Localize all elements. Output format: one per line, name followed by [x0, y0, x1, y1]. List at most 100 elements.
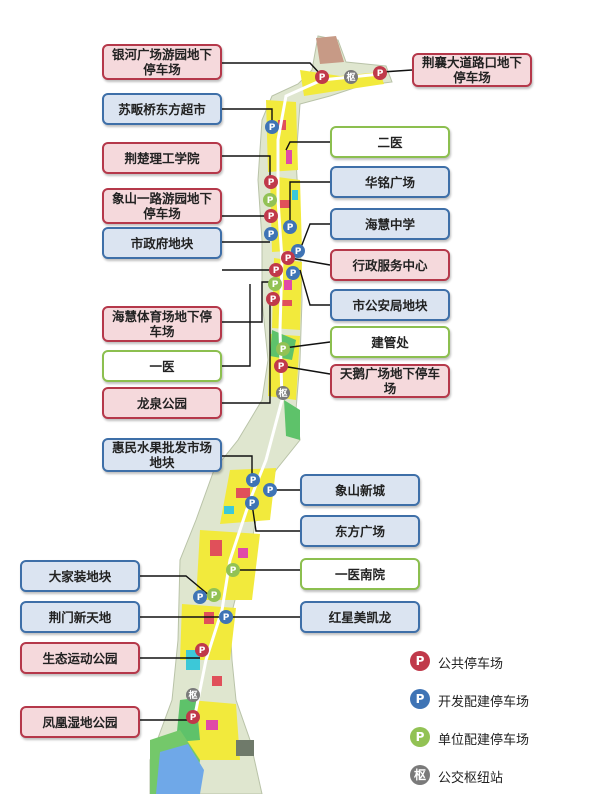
label-text: 市政府地块: [130, 235, 194, 251]
label-text: 大家装地块: [48, 568, 112, 584]
marker-haihui[interactable]: P: [291, 244, 305, 258]
label-text: 海慧体育场地下停车场: [111, 309, 212, 339]
svg-text:P: P: [211, 591, 218, 601]
label-tiane[interactable]: 天鹅广场地下停车场: [330, 364, 450, 398]
marker-hongxing[interactable]: P: [219, 610, 233, 624]
marker-transit-2[interactable]: 枢: [276, 386, 290, 400]
label-xiangshanyilu[interactable]: 象山一路游园地下停车场: [102, 188, 222, 224]
marker-huimin[interactable]: P: [246, 473, 260, 487]
label-hongxing[interactable]: 红星美凯龙: [300, 601, 420, 633]
marker-gonganju[interactable]: P: [286, 266, 300, 280]
label-text: 荆楚理工学院: [124, 150, 200, 166]
svg-text:枢: 枢: [346, 71, 355, 83]
label-sunanqiao[interactable]: 苏畈桥东方超市: [102, 93, 222, 125]
legend-developer-label: 开发配建停车场: [438, 695, 530, 710]
label-shengtai[interactable]: 生态运动公园: [20, 642, 140, 674]
legend-transit-icon: 枢: [410, 765, 430, 785]
marker-jingxiang[interactable]: P: [373, 66, 387, 80]
marker-tiane[interactable]: P: [274, 359, 288, 373]
legend-public-icon: P: [410, 651, 430, 671]
svg-text:P: P: [230, 566, 237, 576]
legend-developer-icon: P: [410, 689, 430, 709]
label-text: 建管处: [371, 334, 409, 350]
marker-yiyi[interactable]: P: [268, 277, 282, 291]
label-jingmen[interactable]: 荆门新天地: [20, 601, 140, 633]
label-dongfang[interactable]: 东方广场: [300, 515, 420, 547]
svg-text:P: P: [416, 692, 425, 706]
marker-xiangshanxincheng[interactable]: P: [263, 483, 277, 497]
label-text: 华铭广场: [364, 174, 415, 190]
label-dajiazhuang[interactable]: 大家装地块: [20, 560, 140, 592]
legend-markers: P P P 枢: [410, 651, 430, 785]
label-text: 凤凰湿地公园: [42, 714, 118, 730]
svg-text:P: P: [268, 212, 275, 222]
svg-text:P: P: [290, 269, 297, 279]
label-xingzheng[interactable]: 行政服务中心: [330, 249, 450, 281]
label-yiyi[interactable]: 一医: [102, 350, 222, 382]
label-text: 海慧中学: [364, 216, 415, 232]
svg-text:P: P: [272, 280, 279, 290]
label-jianguan[interactable]: 建管处: [330, 326, 450, 358]
label-text: 二医: [377, 134, 403, 150]
legend-transit-label: 公交枢纽站: [438, 771, 504, 786]
label-text: 象山一路游园地下停车场: [111, 191, 212, 221]
label-fenghuang[interactable]: 凤凰湿地公园: [20, 706, 140, 738]
label-text: 市公安局地块: [352, 297, 428, 313]
marker-huaming[interactable]: P: [283, 220, 297, 234]
svg-text:枢: 枢: [414, 767, 426, 782]
marker-haihuitiyu[interactable]: P: [269, 263, 283, 277]
label-haihuitiyu[interactable]: 海慧体育场地下停车场: [102, 306, 222, 342]
marker-transit-3[interactable]: 枢: [186, 688, 200, 702]
label-text: 行政服务中心: [352, 257, 428, 273]
label-jingchu[interactable]: 荆楚理工学院: [102, 142, 222, 174]
svg-text:P: P: [268, 230, 275, 240]
label-haihui[interactable]: 海慧中学: [330, 208, 450, 240]
svg-text:P: P: [319, 73, 326, 83]
marker-transit-1[interactable]: 枢: [344, 70, 358, 84]
leader-lines: [140, 62, 413, 721]
label-huimin[interactable]: 惠民水果批发市场地块: [102, 438, 222, 472]
svg-text:P: P: [269, 123, 276, 133]
svg-text:P: P: [377, 69, 384, 79]
marker-jingmen[interactable]: P: [193, 590, 207, 604]
svg-text:P: P: [270, 295, 277, 305]
marker-sunanqiao[interactable]: P: [265, 120, 279, 134]
parking-markers: P 枢 P P P P P P P P P P P P P P P 枢 P P …: [186, 66, 387, 724]
label-text: 红星美凯龙: [328, 609, 392, 625]
marker-erzyi[interactable]: P: [263, 193, 277, 207]
marker-yinhe[interactable]: P: [315, 70, 329, 84]
label-jingxiang[interactable]: 荆襄大道路口地下停车场: [412, 53, 532, 87]
marker-dongfang[interactable]: P: [245, 496, 259, 510]
label-text: 苏畈桥东方超市: [118, 101, 206, 117]
label-yiyinanyuan[interactable]: 一医南院: [300, 558, 420, 590]
marker-jianguan[interactable]: P: [276, 342, 290, 356]
label-gonganju[interactable]: 市公安局地块: [330, 289, 450, 321]
label-text: 东方广场: [334, 523, 385, 539]
marker-shengtai[interactable]: P: [195, 643, 209, 657]
marker-longquan[interactable]: P: [266, 292, 280, 306]
marker-jingchu[interactable]: P: [264, 175, 278, 189]
label-text: 天鹅广场地下停车场: [339, 366, 440, 396]
label-text: 惠民水果批发市场地块: [111, 440, 212, 470]
label-xiangshanxincheng[interactable]: 象山新城: [300, 474, 420, 506]
label-huaming[interactable]: 华铭广场: [330, 166, 450, 198]
svg-text:P: P: [197, 593, 204, 603]
marker-shizhengfu[interactable]: P: [264, 227, 278, 241]
marker-yiyinanyuan[interactable]: P: [226, 563, 240, 577]
label-erzyi[interactable]: 二医: [330, 126, 450, 158]
marker-xiangshanyilu[interactable]: P: [264, 209, 278, 223]
legend-public-label: 公共停车场: [438, 657, 504, 672]
svg-text:P: P: [285, 254, 292, 264]
marker-fenghuang[interactable]: P: [186, 710, 200, 724]
svg-text:P: P: [223, 613, 230, 623]
label-text: 生态运动公园: [42, 650, 118, 666]
legend-unit-icon: P: [410, 727, 430, 747]
marker-dajiazhuang[interactable]: P: [207, 588, 221, 602]
marker-xingzheng[interactable]: P: [281, 251, 295, 265]
svg-text:枢: 枢: [278, 387, 287, 399]
label-yinhe[interactable]: 银河广场游园地下停车场: [102, 44, 222, 80]
label-text: 一医: [149, 358, 175, 374]
label-shizhengfu[interactable]: 市政府地块: [102, 227, 222, 259]
label-longquan[interactable]: 龙泉公园: [102, 387, 222, 419]
